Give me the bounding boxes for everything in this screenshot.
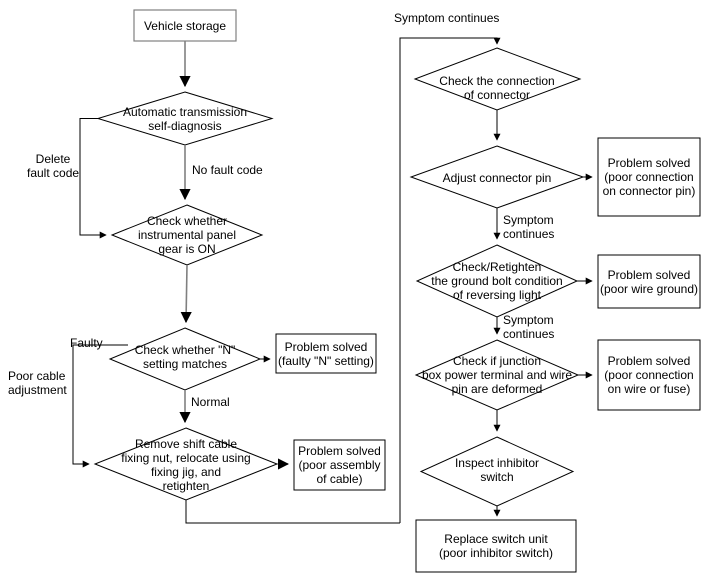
edge-label-faulty: Faulty [70,336,103,350]
edge-label-symptom-continues-1: Symptom continues [503,213,555,241]
edge-panelgear-to-nsetting [180,264,192,324]
edge-faulty-loop [72,344,128,468]
shape-decision-adjust-connector-pin [409,145,585,209]
edge-symptom-continues-riser [399,37,501,523]
edge-label-poor-cable-adjustment: Poor cable adjustment [8,369,67,397]
shape-decision-check-connector [413,47,582,111]
edge-label-no-fault-code: No fault code [192,163,263,177]
shape-decision-self-diagnosis [96,91,274,146]
shape-decision-junction-box [414,339,580,411]
shape-decision-panel-gear [110,204,264,266]
shape-outcome-poor-wire-ground [597,254,701,309]
shape-replace-switch-unit-box [415,519,577,573]
shape-outcome-poor-connection-pin [597,137,701,217]
shape-decision-n-setting [108,327,262,391]
shape-decision-ground-bolt [415,244,579,318]
edge-label-symptom-continues-entry: Symptom continues [394,11,500,25]
edge-delete-fault-code-loop [79,118,107,239]
edge-label-delete-fault-code: Delete fault code [27,152,80,180]
shape-decision-remove-shift-cable [93,427,279,501]
shape-outcome-faulty-n-setting [275,333,377,374]
edge-label-symptom-continues-2: Symptom continues [503,313,555,341]
shape-outcome-poor-assembly [293,439,386,491]
shape-outcome-poor-connection-wire-fuse [597,339,701,411]
edge-removecable-to-right-riser [185,500,400,524]
shape-decision-inspect-inhibitor [419,436,575,507]
shape-vehicle-storage-box [133,9,237,42]
edge-label-normal: Normal [191,395,230,409]
